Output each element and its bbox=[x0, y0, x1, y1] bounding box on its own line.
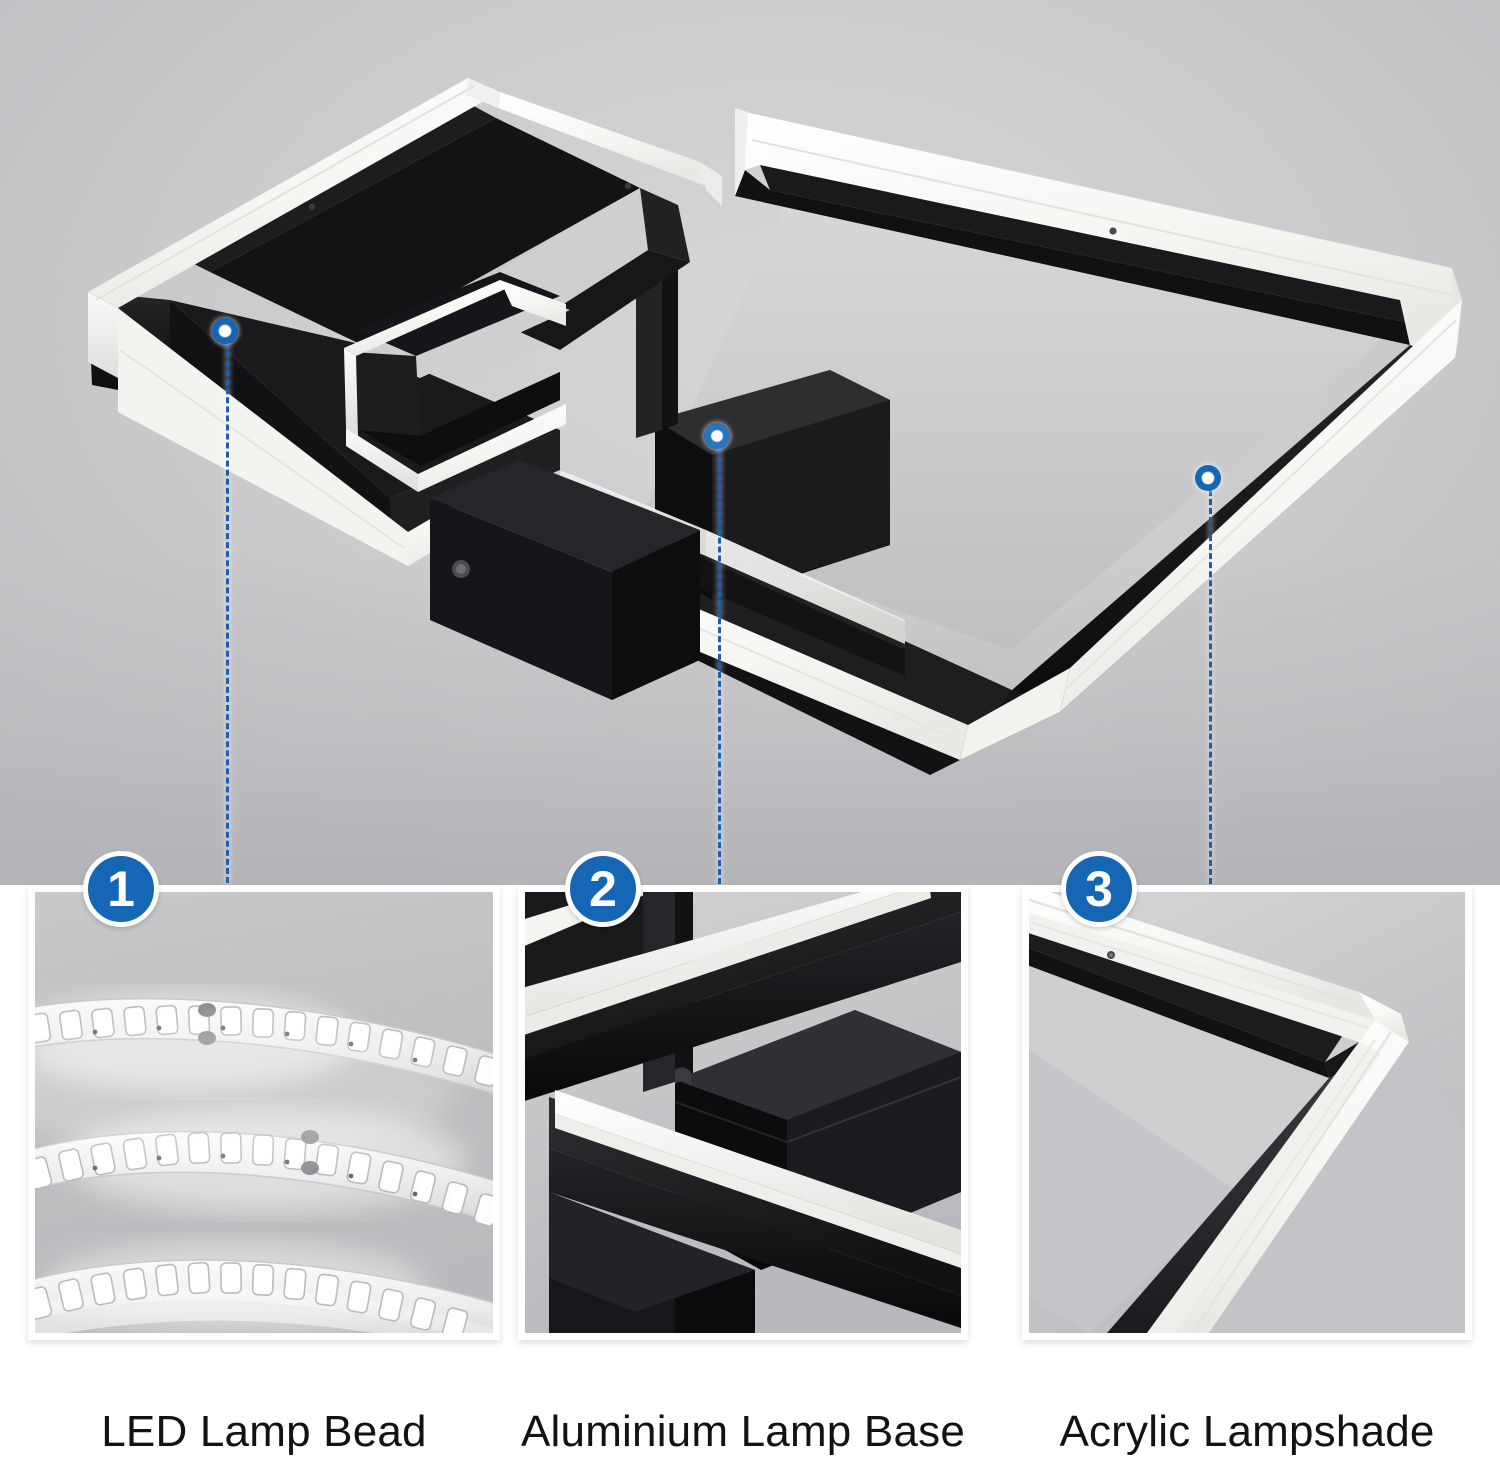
badge-2: 2 bbox=[565, 851, 641, 927]
badge-3: 3 bbox=[1061, 851, 1137, 927]
leader-line-2 bbox=[718, 448, 721, 884]
panel-led-lamp-bead[interactable] bbox=[28, 885, 500, 1340]
aluminium-base-artwork bbox=[525, 892, 961, 1333]
caption-led-lamp-bead: LED Lamp Bead bbox=[101, 1407, 427, 1456]
panel-acrylic-lampshade[interactable] bbox=[1022, 885, 1472, 1340]
lamp-geometry bbox=[88, 78, 1462, 775]
led-strip-artwork bbox=[35, 994, 493, 1333]
panel-aluminium-lamp-base[interactable] bbox=[518, 885, 968, 1340]
caption-acrylic-lampshade: Acrylic Lampshade bbox=[1059, 1407, 1435, 1456]
hero-product-image bbox=[0, 0, 1500, 885]
caption-aluminium-lamp-base: Aluminium Lamp Base bbox=[521, 1407, 965, 1456]
callout-marker-3[interactable] bbox=[1195, 465, 1221, 491]
badge-1: 1 bbox=[83, 851, 159, 927]
leader-line-1 bbox=[226, 343, 229, 883]
callout-marker-1[interactable] bbox=[212, 318, 238, 344]
callout-marker-2[interactable] bbox=[704, 423, 730, 449]
detail-panels-row: 1 bbox=[0, 851, 1500, 1469]
acrylic-shade-artwork bbox=[1029, 892, 1465, 1333]
leader-line-3 bbox=[1209, 490, 1212, 884]
